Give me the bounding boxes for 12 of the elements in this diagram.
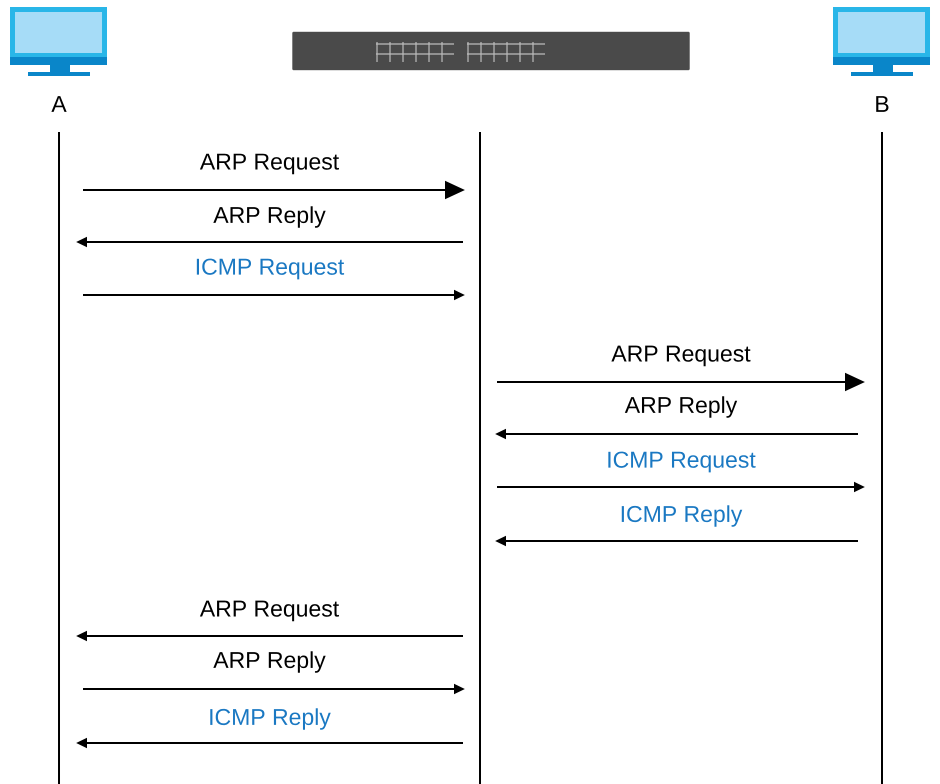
edge-label: ARP Request: [200, 600, 339, 622]
edge-label: ARP Reply: [213, 206, 326, 228]
edge-label: ICMP Request: [608, 452, 756, 472]
edge-label: ARP Request: [200, 154, 339, 174]
edge-label: ARP Reply: [213, 651, 326, 673]
edge-label: ICMP Request: [196, 258, 344, 280]
edge-label: ARP Request: [611, 346, 750, 366]
computer-drawing: A: [10, 6, 107, 112]
computer-drawing: B: [833, 6, 930, 112]
edge-label: ARP Reply: [624, 396, 738, 418]
edge-label: ICMP Reply: [210, 708, 331, 730]
edge-label: ICMP Reply: [622, 505, 742, 527]
